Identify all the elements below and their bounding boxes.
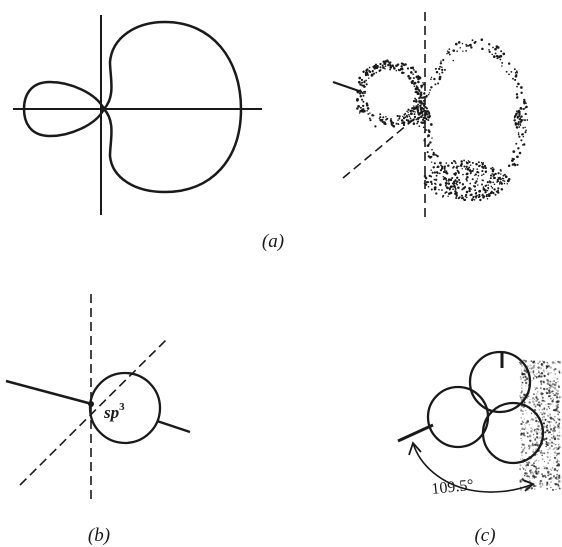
panel-c-scan-texture [519,359,561,491]
panel-b-nucleus-dot [88,401,94,407]
panel-b-dashed-diagonal-axis [19,339,167,486]
panel-a-electron-cloud [332,12,529,218]
panel-c-label: (c) [474,525,495,546]
panel-a-cloud-solid-bond-line [332,81,363,93]
panel-a-p-orbital [13,15,262,215]
panel-c-top-orbital-circle [468,350,532,414]
panel-a-large-lobe [102,20,243,194]
panel-c-tetrahedral-orbitals: 109.5° [397,350,561,498]
panel-c-angle-arrowhead-left [408,441,422,456]
panel-c-angle-arrowhead-right [522,479,535,492]
panel-b-label: (b) [88,525,110,546]
panel-b-bond-line-right [156,419,191,434]
panel-c-angle-arc [412,442,534,493]
panel-a-cloud-stipple [356,38,529,202]
panel-b-bond-line-left [5,379,93,406]
panel-b-orbital-label: sp3 [103,401,125,422]
panel-c-right-orbital-circle [481,401,545,465]
panel-c-bond-line-left [397,423,434,443]
panel-b-orbital-circle [88,371,162,445]
panel-b-sp3-orbital: sp3 [5,294,191,502]
panel-c-left-orbital-circle [426,385,490,449]
panel-a-label: (a) [262,231,284,252]
panel-a-small-lobe [22,80,106,138]
panel-c-angle-label: 109.5° [431,477,475,498]
